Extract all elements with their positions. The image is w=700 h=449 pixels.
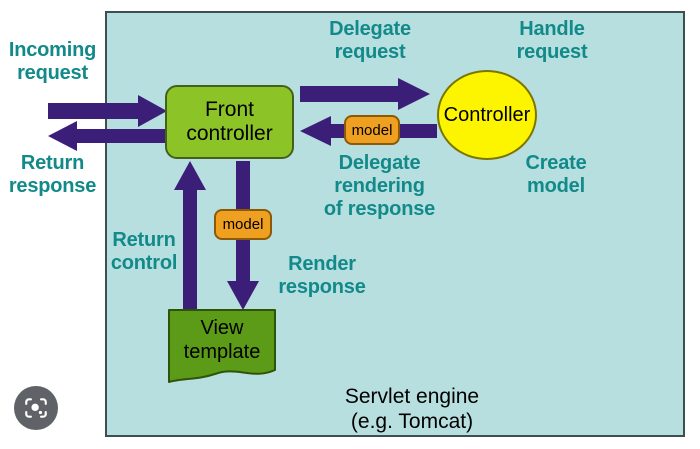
label-create-model: Create model [525, 152, 587, 197]
node-view-template[interactable]: View template [167, 308, 277, 386]
caption-servlet-engine: Servlet engine (e.g. Tomcat) [344, 385, 480, 433]
node-front-controller[interactable]: Front controller [165, 85, 294, 159]
model-badge-bottom[interactable]: model [214, 209, 272, 240]
google-lens-button[interactable] [14, 386, 58, 430]
label-return-control: Return control [110, 229, 178, 274]
model-badge-top[interactable]: model [344, 115, 400, 145]
google-lens-icon [25, 398, 47, 418]
label-render-response: Render response [278, 253, 366, 298]
node-controller[interactable]: Controller [437, 70, 537, 160]
label-handle-request: Handle request [516, 18, 588, 63]
label-incoming-request: Incoming request [8, 39, 97, 84]
label-delegate-request: Delegate request [329, 18, 411, 63]
label-delegate-rendering-of-response: Delegate rendering of response [323, 152, 436, 220]
label-return-response: Return response [8, 152, 97, 197]
view-template-shape [168, 309, 276, 383]
